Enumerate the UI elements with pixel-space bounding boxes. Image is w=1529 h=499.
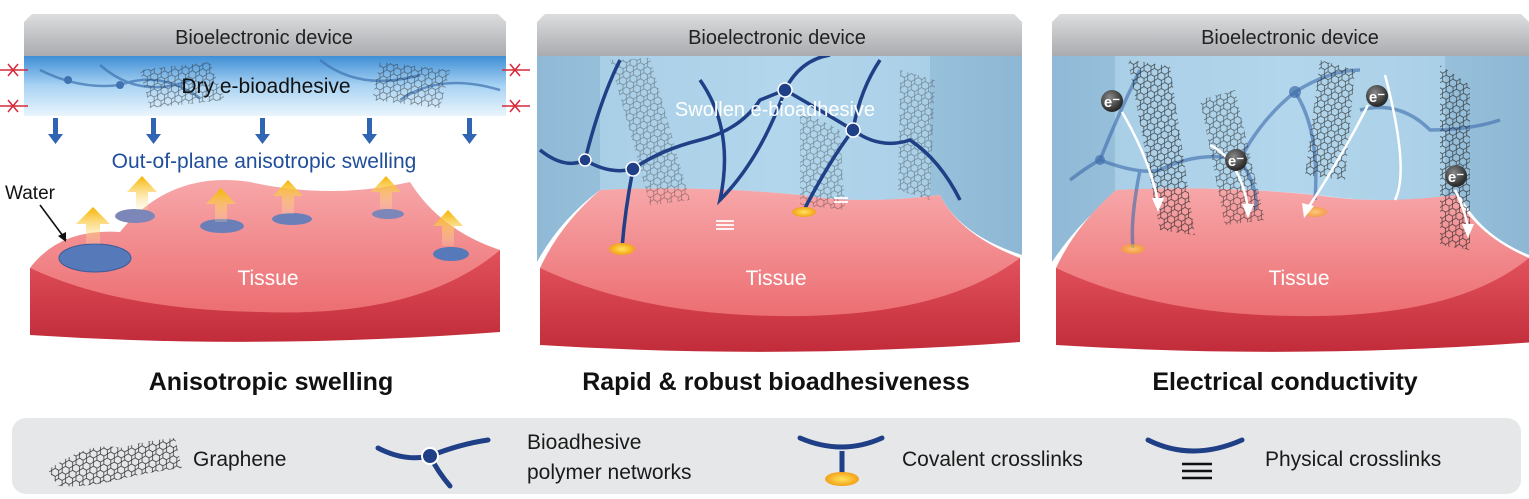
bioelectronic-device bbox=[24, 14, 506, 56]
electron-icon bbox=[1445, 165, 1467, 187]
adhesive-label: Swollen e-bioadhesive bbox=[675, 99, 875, 121]
device-label: Bioelectronic device bbox=[175, 27, 353, 49]
covalent-crosslink-pad bbox=[609, 243, 635, 255]
water-droplet bbox=[433, 247, 469, 261]
bioelectronic-device bbox=[537, 14, 1022, 56]
electron-label: e⁻ bbox=[1448, 169, 1464, 186]
swelling-arrows bbox=[76, 176, 463, 246]
electron-paths bbox=[1120, 74, 1470, 229]
lateral-constraint-icons bbox=[0, 63, 530, 113]
electron-label: e⁻ bbox=[1369, 89, 1385, 106]
legend: Graphene Bioadhesive polymer networks Co… bbox=[12, 418, 1521, 494]
tissue-label: Tissue bbox=[745, 267, 806, 290]
device-label: Bioelectronic device bbox=[688, 27, 866, 49]
electron-icon bbox=[1101, 90, 1123, 112]
water-droplet bbox=[200, 219, 244, 233]
water-droplet bbox=[272, 213, 312, 225]
swelling-direction-arrows bbox=[48, 118, 477, 144]
electron-icons: e⁻ e⁻ e⁻ e⁻ bbox=[1101, 85, 1467, 187]
tissue-label: Tissue bbox=[237, 267, 298, 290]
legend-polymer-label-line2: polymer networks bbox=[527, 461, 692, 484]
graphene-legend-icon bbox=[48, 438, 182, 487]
covalent-crosslink-legend-icon bbox=[797, 435, 885, 486]
swelling-label: Out-of-plane anisotropic swelling bbox=[112, 150, 417, 173]
device-label: Bioelectronic device bbox=[1201, 27, 1379, 49]
crosslink-nodes bbox=[578, 82, 861, 177]
panel-electrical-conductivity: Tissue bbox=[1052, 14, 1529, 396]
physical-crosslink-legend-icon bbox=[1145, 437, 1245, 480]
graphene-flake bbox=[140, 62, 450, 108]
panel-title: Anisotropic swelling bbox=[149, 368, 393, 396]
legend-covalent-label: Covalent crosslinks bbox=[902, 448, 1083, 471]
adhesive-label: Dry e-bioadhesive bbox=[181, 75, 350, 98]
water-label: Water bbox=[5, 183, 56, 204]
legend-physical-label: Physical crosslinks bbox=[1265, 448, 1441, 471]
electron-label: e⁻ bbox=[1104, 94, 1120, 111]
panel-anisotropic-swelling: Tissue Water bbox=[0, 14, 530, 396]
physical-crosslink-marks bbox=[716, 197, 848, 230]
water-droplet bbox=[372, 209, 404, 219]
covalent-crosslink-pad bbox=[1121, 244, 1145, 254]
water-droplet bbox=[115, 209, 155, 223]
electron-label: e⁻ bbox=[1228, 153, 1244, 170]
graphene-flake bbox=[610, 58, 935, 210]
panel-title: Rapid & robust bioadhesiveness bbox=[582, 368, 970, 396]
covalent-crosslink-pad bbox=[792, 207, 816, 217]
electron-icon bbox=[1366, 85, 1388, 107]
tissue-label: Tissue bbox=[1268, 267, 1329, 290]
panel-bioadhesiveness: Tissue Swolle bbox=[537, 14, 1022, 396]
water-droplet bbox=[58, 243, 132, 273]
bioelectronic-device bbox=[1052, 14, 1529, 56]
electron-icon bbox=[1225, 149, 1247, 171]
tissue-block bbox=[540, 188, 1020, 317]
legend-polymer-label-line1: Bioadhesive bbox=[527, 431, 641, 454]
panel-title: Electrical conductivity bbox=[1152, 368, 1417, 396]
legend-graphene-label: Graphene bbox=[193, 448, 286, 471]
